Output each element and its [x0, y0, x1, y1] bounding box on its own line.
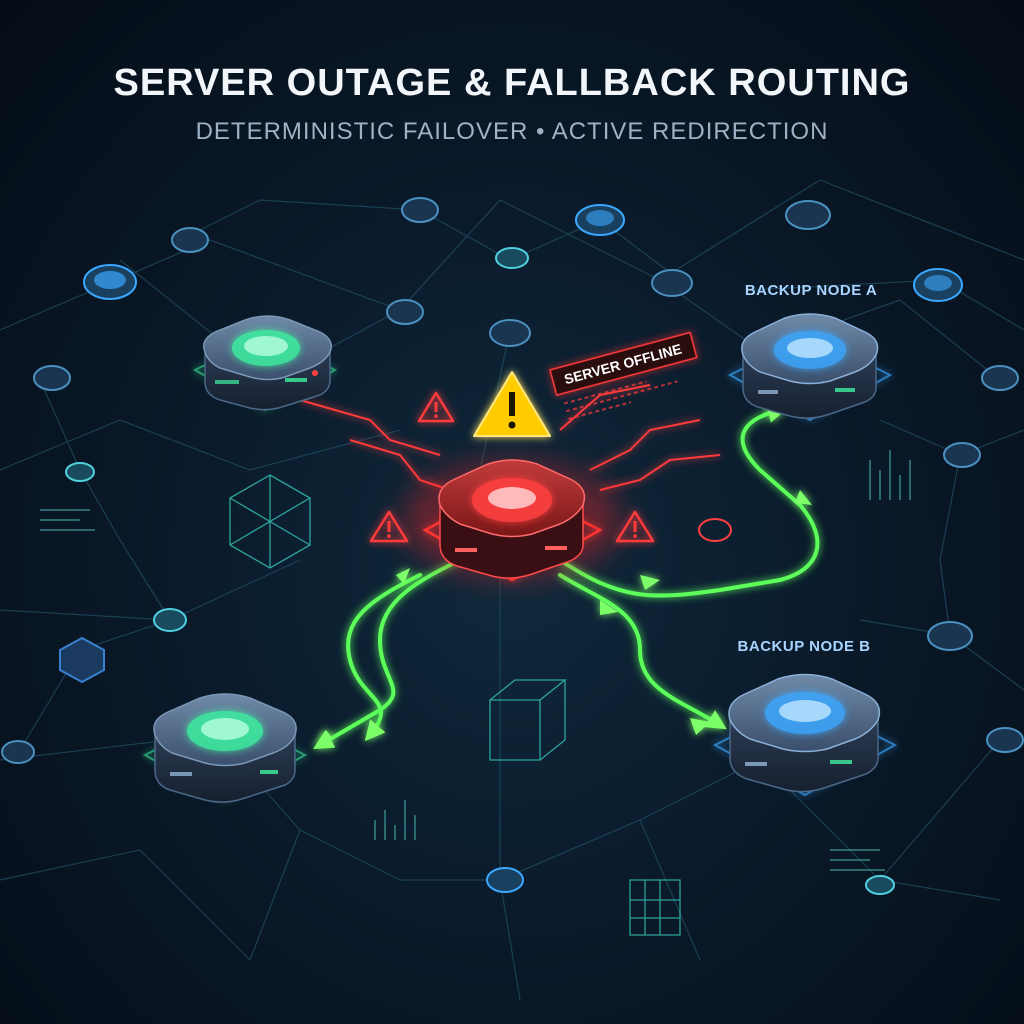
reroute-path-a [558, 403, 820, 598]
reroute-arrows [318, 490, 812, 745]
backup-server-b[interactable] [712, 673, 898, 797]
network-node [65, 462, 95, 482]
network-node [83, 264, 137, 300]
network-node [943, 442, 981, 468]
warning-triangle-icon [369, 510, 409, 543]
backup-server-a[interactable] [727, 313, 893, 422]
failure-surges [299, 384, 721, 491]
warning-triangle-icon [615, 510, 655, 543]
network-node [927, 621, 973, 651]
reroute-path-d [346, 573, 422, 742]
network-node [33, 365, 71, 391]
network-node [386, 299, 424, 325]
network-node [486, 867, 524, 893]
network-node [171, 227, 209, 253]
page-title: SERVER OUTAGE & FALLBACK ROUTING [113, 62, 911, 104]
reroute-path-b [558, 573, 727, 730]
network-node [698, 518, 732, 542]
network-node [651, 269, 693, 297]
data-readouts [40, 450, 911, 871]
reroute-path-c [313, 558, 462, 750]
network-node [575, 204, 625, 236]
network-node [401, 197, 439, 223]
backup-node-b-label: BACKUP NODE B [738, 638, 871, 655]
network-nodes [1, 197, 1024, 895]
network-node [153, 608, 187, 632]
network-node [981, 365, 1019, 391]
warning-triangle-icon [473, 371, 551, 437]
network-node [1, 740, 35, 764]
reroute-paths [313, 403, 820, 750]
network-node [865, 875, 895, 895]
failed-server[interactable] [422, 459, 603, 582]
warning-triangle-icon [417, 391, 455, 423]
healthy-server-1[interactable] [192, 315, 338, 412]
network-node [913, 268, 963, 302]
hologram-wireframe [229, 474, 681, 936]
server-offline-banner: SERVER OFFLINE [549, 331, 698, 420]
network-node [785, 200, 831, 230]
healthy-server-2[interactable] [142, 693, 308, 803]
network-node [986, 727, 1024, 753]
network-node [495, 247, 529, 269]
network-node [59, 636, 105, 684]
page-subtitle: DETERMINISTIC FAILOVER • ACTIVE REDIRECT… [195, 118, 829, 145]
backup-node-a-label: BACKUP NODE A [745, 282, 877, 299]
network-node [489, 319, 531, 347]
